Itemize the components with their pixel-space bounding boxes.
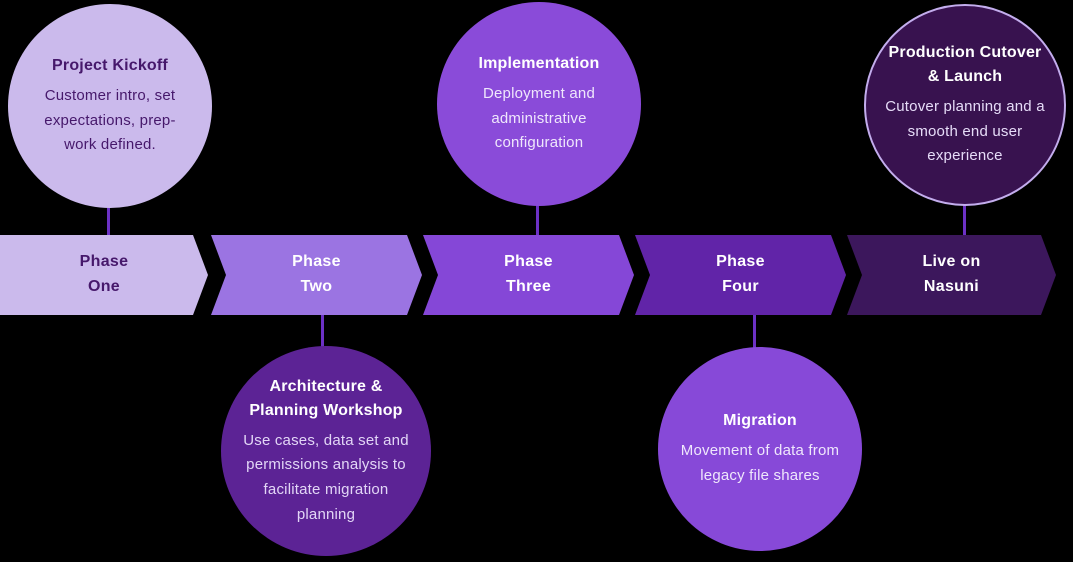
phase-chevron-two	[211, 235, 422, 315]
phase-chevron-one	[0, 235, 208, 315]
milestone-content: Migration Movement of data from legacy f…	[668, 409, 852, 489]
milestone-circle-project-kickoff: Project Kickoff Customer intro, set expe…	[8, 4, 212, 208]
phase-chevron-three	[423, 235, 634, 315]
connector-migration	[753, 308, 756, 353]
connector-architecture-workshop	[321, 308, 324, 353]
milestone-circle-production-cutover-launch: Production Cutover & Launch Cutover plan…	[864, 4, 1066, 206]
milestone-content: Architecture & Planning Workshop Use cas…	[234, 375, 419, 528]
milestone-title: Architecture & Planning Workshop	[249, 377, 403, 419]
milestone-title: Production Cutover & Launch	[888, 43, 1042, 85]
phase-label-three: Phase Three	[504, 253, 553, 295]
milestone-content: Implementation Deployment and administra…	[466, 52, 613, 156]
phase-label-one: Phase One	[79, 253, 129, 295]
phase-arrow-band	[0, 235, 1073, 315]
milestone-title: Project Kickoff	[52, 56, 168, 74]
milestone-content: Project Kickoff Customer intro, set expe…	[30, 54, 189, 158]
connector-project-kickoff	[107, 195, 110, 240]
milestone-title: Migration	[723, 412, 797, 430]
connector-implementation	[536, 195, 539, 240]
milestone-circle-architecture-planning-workshop: Architecture & Planning Workshop Use cas…	[221, 346, 431, 556]
milestone-description: Cutover planning and a smooth end user e…	[885, 97, 1045, 165]
milestone-circle-implementation: Implementation Deployment and administra…	[437, 2, 641, 206]
phase-chevron-live-on-nasuni	[847, 235, 1056, 315]
milestone-title: Implementation	[478, 54, 600, 72]
milestone-description: Movement of data from legacy file shares	[680, 442, 840, 484]
milestone-content: Production Cutover & Launch Cutover plan…	[882, 41, 1048, 169]
milestone-description: Use cases, data set and permissions anal…	[243, 431, 409, 523]
phase-label-live-on-nasuni: Live on Nasuni	[922, 253, 981, 295]
connector-production-cutover	[963, 195, 966, 240]
phase-chevron-four	[635, 235, 846, 315]
phase-label-two: Phase Two	[292, 253, 341, 295]
milestone-description: Customer intro, set expectations, prep-w…	[44, 86, 176, 154]
milestone-circle-migration: Migration Movement of data from legacy f…	[658, 347, 862, 551]
milestone-description: Deployment and administrative configurat…	[482, 84, 596, 152]
phase-label-four: Phase Four	[716, 253, 765, 295]
